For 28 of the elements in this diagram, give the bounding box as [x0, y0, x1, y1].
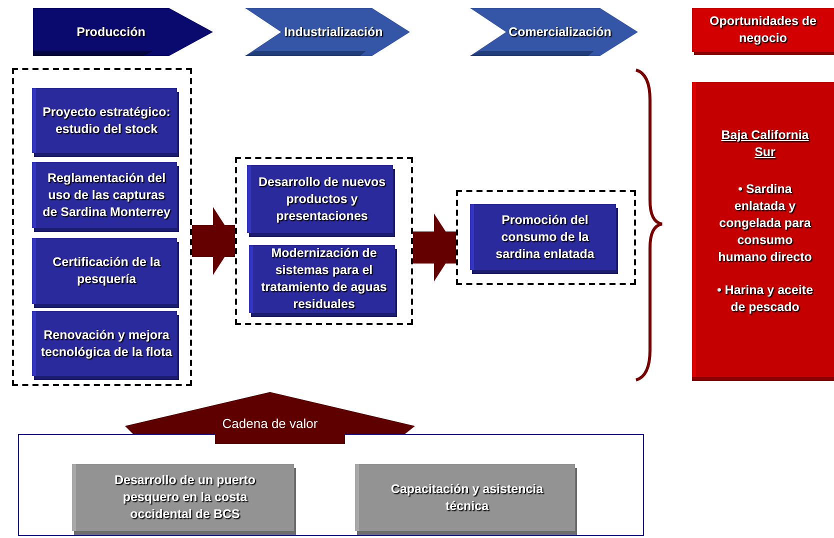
node-text: Desarrollo de un puerto pesquero en la costa occidental de BCS — [114, 472, 256, 523]
value-chain-banner — [125, 392, 415, 444]
opportunity-text: • Harina y aceite de pescado — [716, 282, 814, 316]
node-text: Reglamentación del uso de las capturas de Sardina Monterrey — [42, 170, 172, 220]
node-text: Promoción del consumo de la sardina enlatada — [494, 212, 596, 262]
stage-banner — [33, 8, 213, 56]
node-text: Cadena de valor — [221, 415, 319, 434]
node-text: Renovación y mejora tecnológica de la flota — [40, 326, 174, 360]
node-text: Proyecto estratégico: estudio del stock — [42, 104, 172, 138]
node-text: Industrialización — [283, 24, 384, 40]
dashed-group — [12, 68, 192, 386]
node-text: Certificación de la pesquería — [52, 254, 162, 288]
support-panel — [18, 434, 644, 536]
opportunity-text: • Sardina enlatada y congelada para consumo humano directo — [717, 181, 813, 266]
node-text: Producción — [76, 24, 146, 40]
node-text: Modernización de sistemas para el tratamiento de aguas residuales — [260, 245, 388, 313]
node-text: Comercialización — [508, 24, 612, 40]
dashed-group — [456, 190, 636, 285]
stage-banner — [245, 8, 410, 56]
block-arrow — [192, 207, 235, 275]
node-text: Capacitación y asistencia técnica — [390, 480, 544, 514]
node-text: Desarrollo de nuevos productos y presentaciones — [257, 174, 387, 224]
stage-banner — [470, 8, 638, 56]
block-arrow — [413, 214, 456, 282]
region-heading: Baja California Sur — [720, 127, 810, 161]
heading-box — [692, 8, 834, 52]
dashed-group — [235, 157, 413, 325]
node-text: Oportunidades de negocio — [708, 13, 818, 47]
